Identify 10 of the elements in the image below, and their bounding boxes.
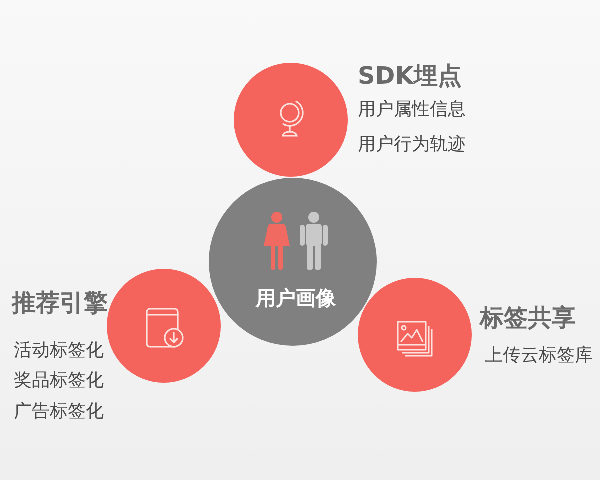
list-item: 用户属性信息 [358,99,466,121]
list-item: 广告标签化 [14,401,104,423]
list-item: 用户行为轨迹 [358,134,466,156]
list-item: 奖品标签化 [14,370,104,392]
heading: 标签共享 [480,304,576,332]
heading: 推荐引擎 [12,289,108,317]
heading: SDK埋点 [358,62,462,90]
list-item: 上传云标签库 [485,345,593,367]
list-item: 活动标签化 [14,340,104,362]
circle-label: 用户画像 [256,286,336,310]
